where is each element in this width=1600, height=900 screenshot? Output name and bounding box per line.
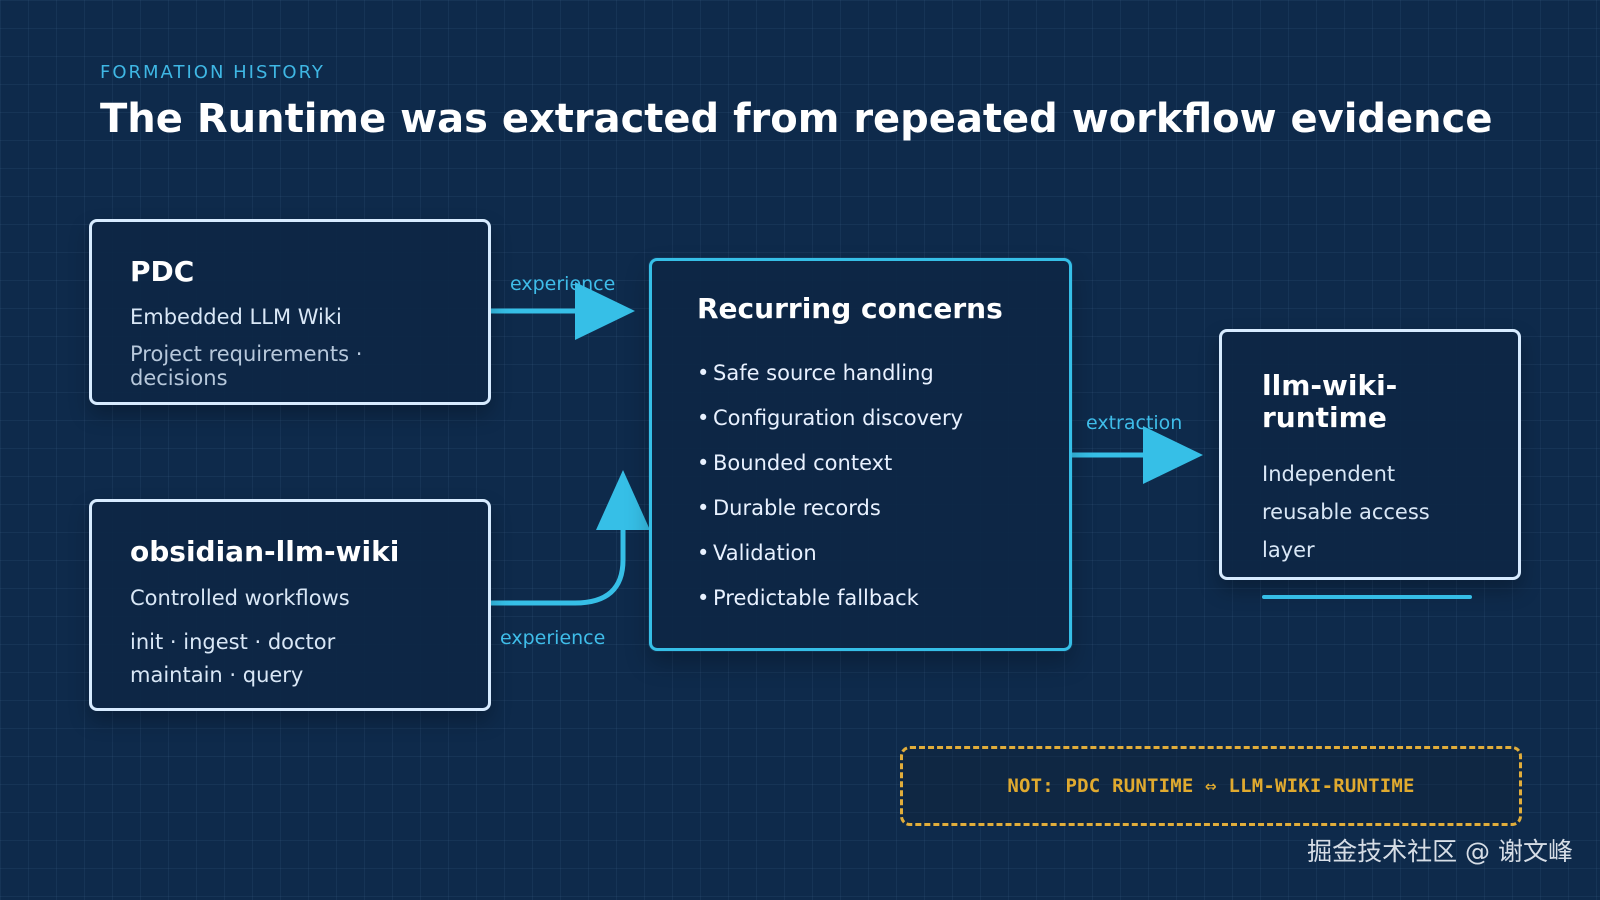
not-equivalence-warning: NOT: PDC RUNTIME ⇔ LLM-WIKI-RUNTIME <box>900 746 1522 826</box>
bullet-icon: • <box>697 361 710 386</box>
concern-item: •Configuration discovery <box>697 396 1029 441</box>
concern-item-label: Validation <box>713 541 817 566</box>
obsidian-to-concerns-arrowhead <box>596 470 650 530</box>
obsidian-llm-wiki-detail-line-1: init · ingest · doctor <box>130 630 336 655</box>
recurring-concerns-node: Recurring concerns •Safe source handling… <box>649 258 1072 651</box>
concern-item-label: Bounded context <box>713 451 893 476</box>
section-eyebrow: FORMATION HISTORY <box>100 62 325 83</box>
page-title: The Runtime was extracted from repeated … <box>100 96 1493 142</box>
bullet-icon: • <box>697 406 710 431</box>
llm-wiki-runtime-description: Independent reusable access layer <box>1262 462 1430 563</box>
concern-item: •Safe source handling <box>697 351 1029 396</box>
watermark-credit: 掘金技术社区 @ 谢文峰 <box>1307 837 1573 866</box>
pdc-experience-label: experience <box>510 273 616 295</box>
concern-item: •Bounded context <box>697 441 1029 486</box>
pdc-subtitle: Embedded LLM Wiki <box>130 305 342 330</box>
concerns-to-runtime-arrowhead <box>1143 426 1203 484</box>
concern-item-label: Configuration discovery <box>713 406 964 431</box>
obsidian-experience-label: experience <box>500 627 606 649</box>
concern-item-label: Predictable fallback <box>713 586 919 611</box>
concern-item: •Predictable fallback <box>697 576 1029 621</box>
obsidian-llm-wiki-title: obsidian-llm-wiki <box>130 535 400 568</box>
extraction-label: extraction <box>1086 412 1183 434</box>
pdc-title: PDC <box>130 255 195 288</box>
llm-wiki-runtime-title: llm-wiki-runtime <box>1262 369 1398 435</box>
llm-wiki-runtime-node: llm-wiki-runtime Independent reusable ac… <box>1219 329 1521 600</box>
bullet-icon: • <box>697 451 710 476</box>
recurring-concerns-title: Recurring concerns <box>697 292 1003 325</box>
obsidian-llm-wiki-node: obsidian-llm-wiki Controlled workflows i… <box>89 499 491 711</box>
obsidian-llm-wiki-detail-line-2: maintain · query <box>130 662 304 687</box>
obsidian-llm-wiki-subtitle: Controlled workflows <box>130 586 350 611</box>
concern-item-label: Durable records <box>713 496 881 521</box>
recurring-concerns-list: •Safe source handling •Configuration dis… <box>697 351 1029 621</box>
bullet-icon: • <box>697 586 710 611</box>
concern-item: •Durable records <box>697 486 1029 531</box>
concern-item-label: Safe source handling <box>713 361 934 386</box>
concern-item: •Validation <box>697 531 1029 576</box>
bullet-icon: • <box>697 541 710 566</box>
obsidian-to-concerns-connector <box>488 512 626 606</box>
pdc-node: PDC Embedded LLM Wiki Project requiremen… <box>89 219 491 405</box>
bullet-icon: • <box>697 496 710 521</box>
runtime-accent-line <box>1262 595 1472 600</box>
pdc-detail: Project requirements · decisions <box>130 342 363 391</box>
